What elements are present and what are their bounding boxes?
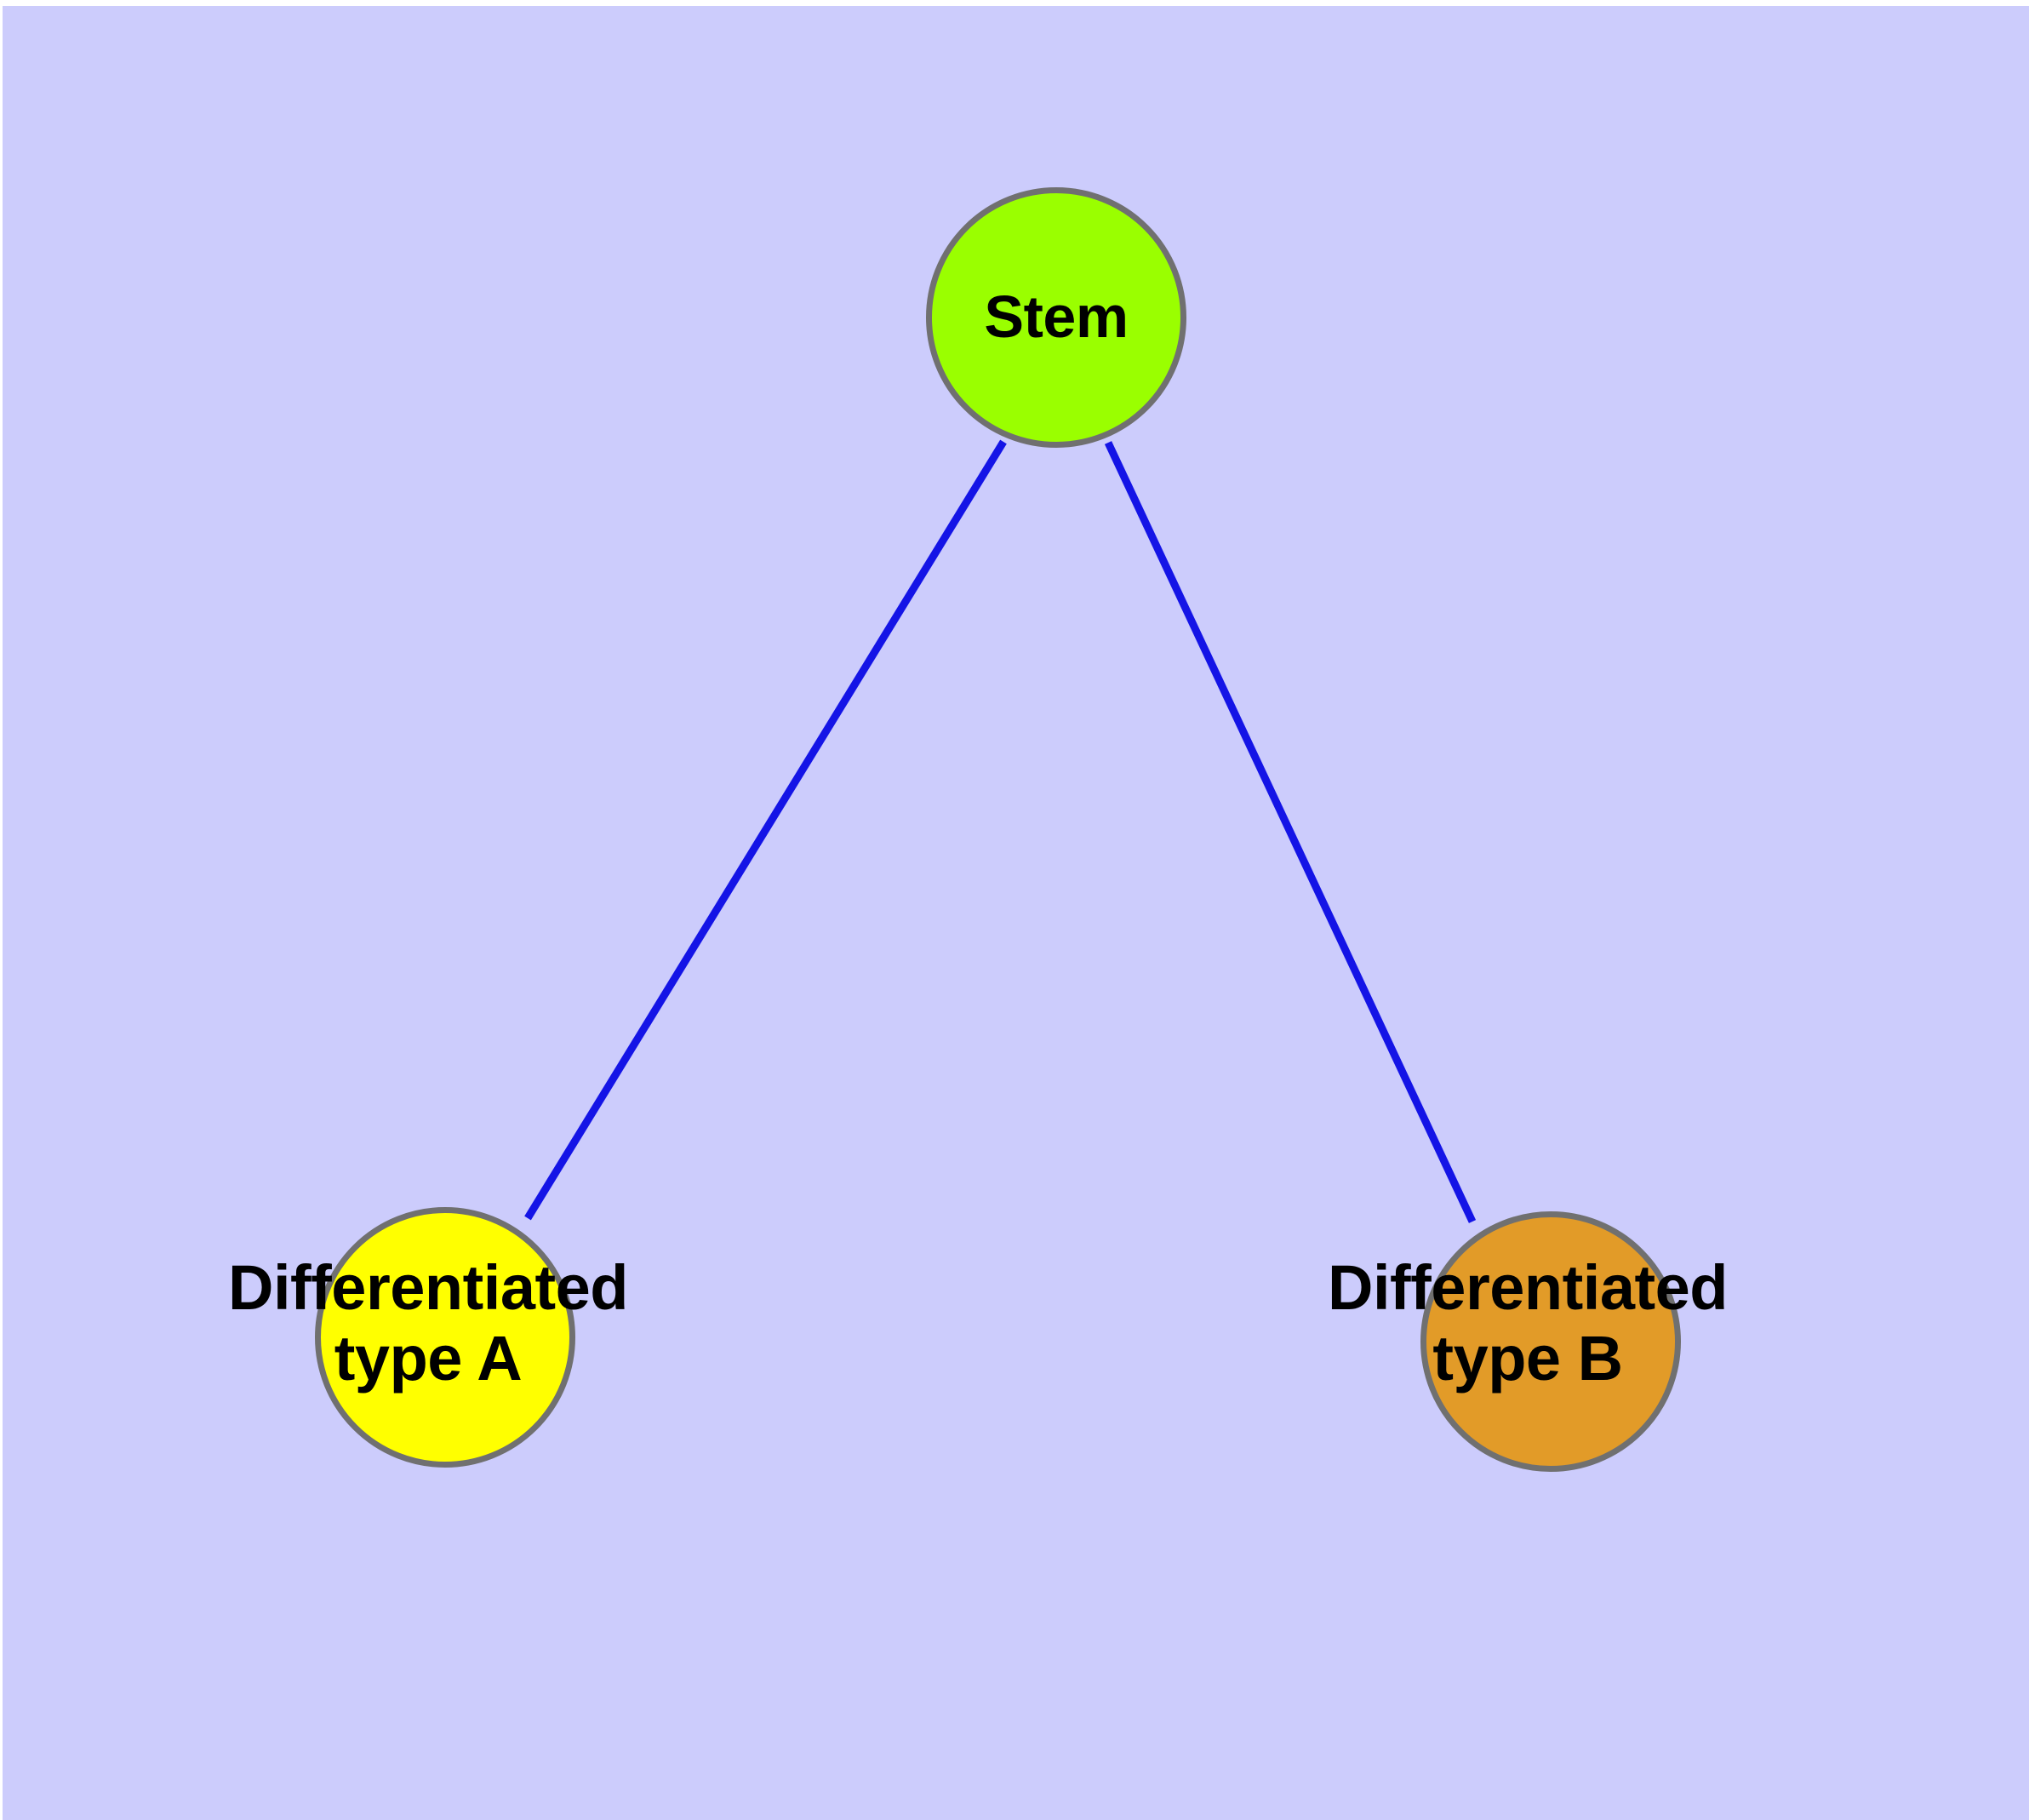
- graph-plot-area: Stem Differentiated type A Differentiate…: [3, 6, 2029, 1820]
- node-differentiated-type-b[interactable]: [1420, 1211, 1681, 1472]
- edge-layer: [524, 439, 1477, 1223]
- node-differentiated-type-a[interactable]: [315, 1207, 575, 1468]
- edge-stem-to-diff-a: [524, 439, 1007, 1221]
- edge-stem-to-diff-b: [1104, 441, 1477, 1223]
- node-stem[interactable]: [926, 187, 1186, 448]
